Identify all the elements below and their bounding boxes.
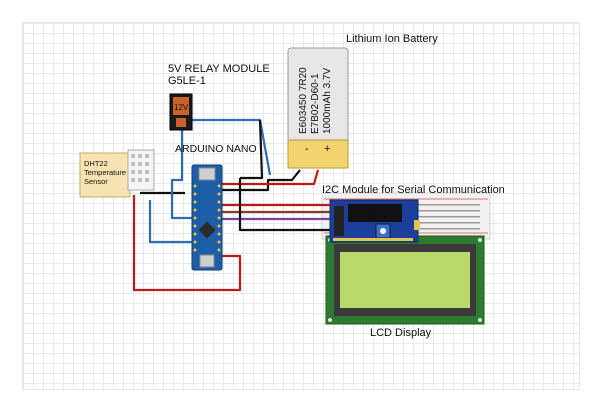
lithium-battery: E603450 7R20 E7B02-D60-1 1000mAh 3.7V - … bbox=[287, 47, 349, 169]
wire-black-battery-2 bbox=[222, 169, 301, 192]
dht-label-line-1: DHT22 bbox=[84, 159, 108, 168]
battery-text-line-1: E603450 7R20 bbox=[298, 67, 309, 134]
relay-module: 12V bbox=[169, 93, 193, 131]
wire-blue-relay-signal bbox=[170, 128, 196, 220]
arduino-nano bbox=[191, 164, 223, 271]
arduino-title: ARDUINO NANO bbox=[175, 143, 257, 155]
dht-label-line-3: Sensor bbox=[84, 177, 108, 186]
wires bbox=[132, 118, 330, 292]
lcd-title: LCD Display bbox=[370, 327, 432, 339]
battery-minus-label: - bbox=[305, 143, 309, 155]
i2c-module: PCF8574T bbox=[329, 199, 420, 243]
relay-chip-label: 12V bbox=[174, 103, 189, 112]
battery-text-line-2: E7B02-D60-1 bbox=[310, 73, 321, 134]
wire-black-i2c-gnd bbox=[238, 178, 330, 232]
relay-title-line-2: G5LE-1 bbox=[168, 75, 206, 87]
dht22-sensor: DHT22 Temperature Sensor bbox=[79, 149, 155, 198]
battery-title: Lithium Ion Battery bbox=[346, 33, 438, 45]
wire-black-battery-1 bbox=[240, 119, 264, 180]
battery-plus-label: + bbox=[324, 143, 330, 155]
wire-red-battery bbox=[222, 169, 320, 186]
i2c-title: I2C Module for Serial Communication bbox=[322, 184, 505, 196]
battery-text-line-3: 1000mAh 3.7V bbox=[322, 68, 333, 134]
wire-red-power-loop bbox=[132, 195, 242, 292]
i2c-chip-label: PCF8574T bbox=[352, 211, 387, 218]
lcd-display bbox=[325, 235, 485, 325]
dht-label-line-2: Temperature bbox=[84, 168, 126, 177]
relay-title-line-1: 5V RELAY MODULE bbox=[168, 63, 270, 75]
wire-blue-dht-data bbox=[148, 200, 196, 244]
